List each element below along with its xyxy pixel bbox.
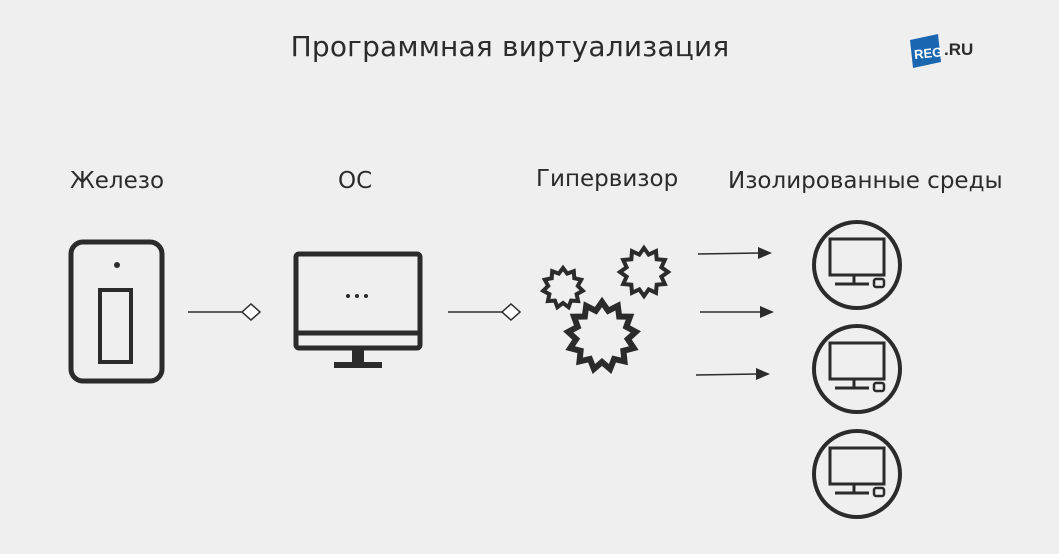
label-isolated-environments: Изолированные среды: [728, 168, 1003, 194]
arrows: [695, 247, 774, 380]
arrow-bottom: [695, 368, 770, 380]
page-title: Программная виртуализация: [290, 30, 730, 63]
gears-icon: [539, 244, 672, 375]
computer-circle-icon: [812, 220, 902, 310]
arrow-middle: [700, 306, 774, 318]
connector-os-hypervisor: [448, 302, 522, 322]
arrow-top: [697, 247, 772, 259]
logo-ru-text: .RU: [944, 40, 974, 59]
monitor-icon: [293, 251, 423, 368]
logo-reg-text: REG: [913, 44, 943, 62]
computer-circle-icon: [812, 324, 902, 414]
connector-hardware-os: [188, 302, 262, 322]
label-hardware: Железо: [70, 168, 165, 194]
isolated-environments: [812, 220, 902, 519]
computer-circle-icon: [812, 429, 902, 519]
label-os: ОС: [338, 168, 373, 194]
gear-medium-icon: [616, 244, 672, 300]
server-icon: [68, 239, 165, 384]
label-hypervisor: Гипервизор: [536, 166, 679, 192]
reg-ru-logo: REG: [910, 34, 943, 68]
gear-large-icon: [563, 296, 641, 375]
gear-small-icon: [539, 264, 587, 311]
